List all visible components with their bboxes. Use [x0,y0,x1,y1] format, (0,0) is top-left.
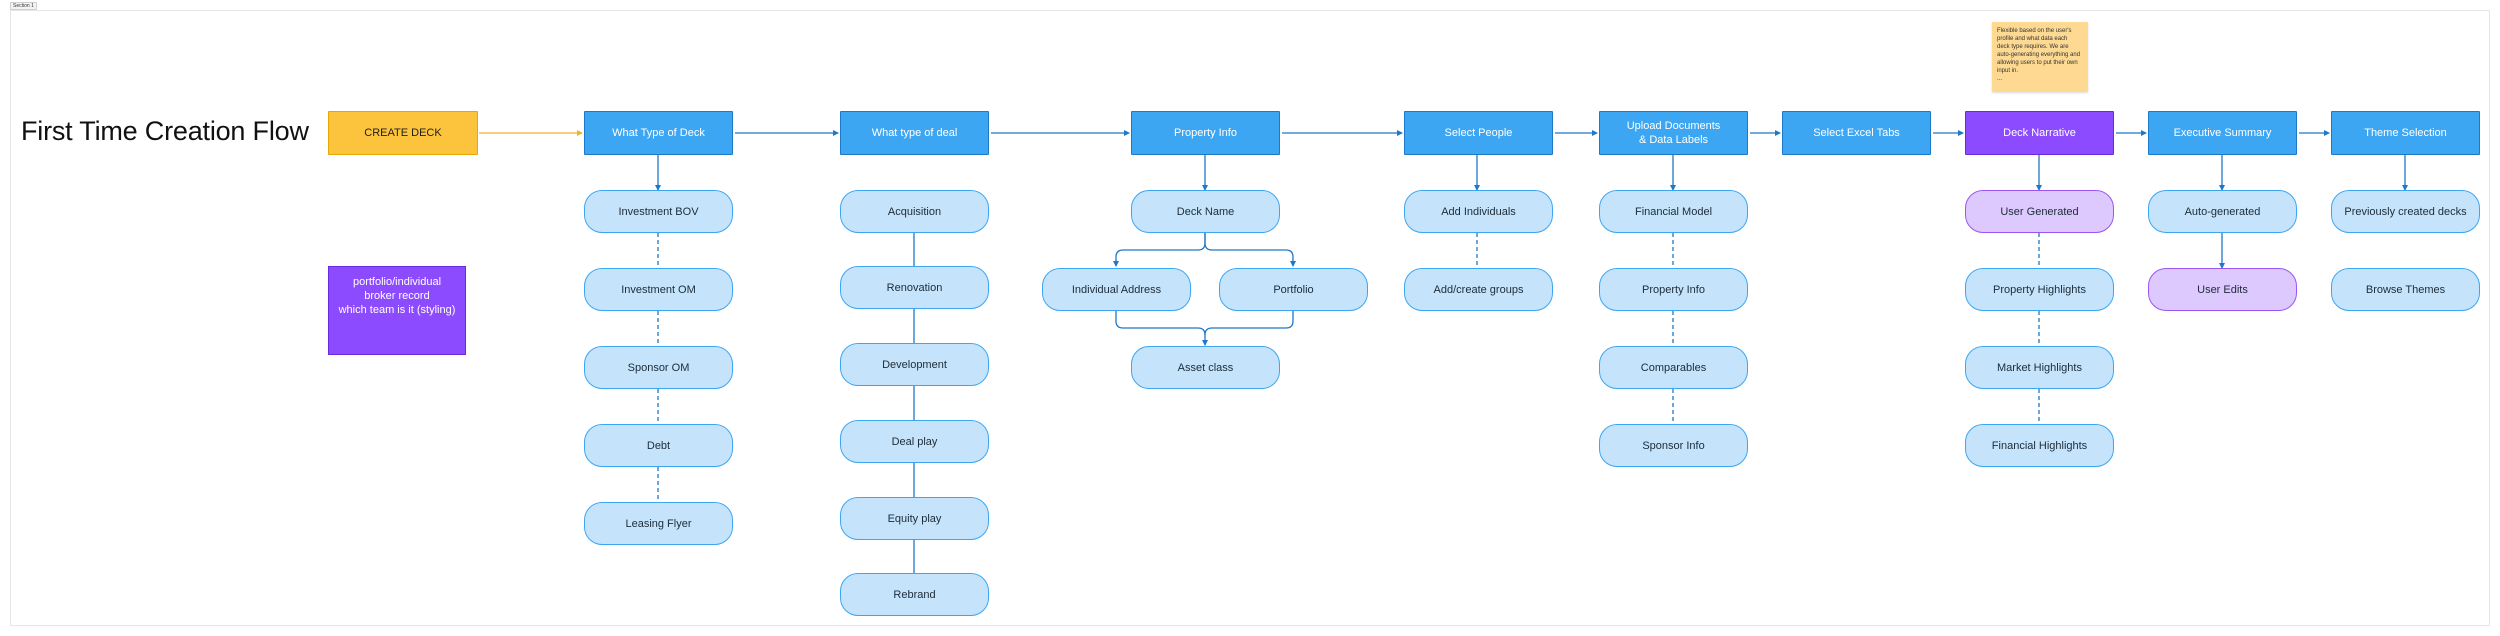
field-deck-name[interactable]: Deck Name [1131,190,1280,233]
option-portfolio[interactable]: Portfolio [1219,268,1368,311]
doc-comparables[interactable]: Comparables [1599,346,1748,389]
option-debt[interactable]: Debt [584,424,733,467]
step-upload-documents[interactable]: Upload Documents & Data Labels [1599,111,1748,155]
doc-sponsor-info[interactable]: Sponsor Info [1599,424,1748,467]
theme-previously-created-decks[interactable]: Previously created decks [2331,190,2480,233]
step-deck-narrative[interactable]: Deck Narrative [1965,111,2114,155]
option-renovation[interactable]: Renovation [840,266,989,309]
option-individual-address[interactable]: Individual Address [1042,268,1191,311]
option-development[interactable]: Development [840,343,989,386]
canvas-frame [10,10,2490,626]
doc-financial-model[interactable]: Financial Model [1599,190,1748,233]
option-add-individuals[interactable]: Add Individuals [1404,190,1553,233]
theme-browse-themes[interactable]: Browse Themes [2331,268,2480,311]
step-executive-summary[interactable]: Executive Summary [2148,111,2297,155]
side-note-box: portfolio/individual broker record which… [328,266,466,355]
option-sponsor-om[interactable]: Sponsor OM [584,346,733,389]
step-property-info[interactable]: Property Info [1131,111,1280,155]
step-select-people[interactable]: Select People [1404,111,1553,155]
narrative-financial-highlights[interactable]: Financial Highlights [1965,424,2114,467]
summary-user-edits[interactable]: User Edits [2148,268,2297,311]
page-title: First Time Creation Flow [21,116,309,146]
narrative-property-highlights[interactable]: Property Highlights [1965,268,2114,311]
narrative-market-highlights[interactable]: Market Highlights [1965,346,2114,389]
step-deck-type[interactable]: What Type of Deck [584,111,733,155]
option-add-create-groups[interactable]: Add/create groups [1404,268,1553,311]
doc-property-info[interactable]: Property Info [1599,268,1748,311]
step-deal-type[interactable]: What type of deal [840,111,989,155]
option-investment-bov[interactable]: Investment BOV [584,190,733,233]
create-deck-button[interactable]: CREATE DECK [328,111,478,155]
step-select-excel-tabs[interactable]: Select Excel Tabs [1782,111,1931,155]
sticky-note: Flexible based on the user's profile and… [1992,22,2088,92]
option-leasing-flyer[interactable]: Leasing Flyer [584,502,733,545]
option-equity-play[interactable]: Equity play [840,497,989,540]
narrative-user-generated[interactable]: User Generated [1965,190,2114,233]
summary-auto-generated[interactable]: Auto-generated [2148,190,2297,233]
option-acquisition[interactable]: Acquisition [840,190,989,233]
option-deal-play[interactable]: Deal play [840,420,989,463]
step-theme-selection[interactable]: Theme Selection [2331,111,2480,155]
field-asset-class[interactable]: Asset class [1131,346,1280,389]
option-investment-om[interactable]: Investment OM [584,268,733,311]
section-label[interactable]: Section 1 [10,2,37,10]
option-rebrand[interactable]: Rebrand [840,573,989,616]
